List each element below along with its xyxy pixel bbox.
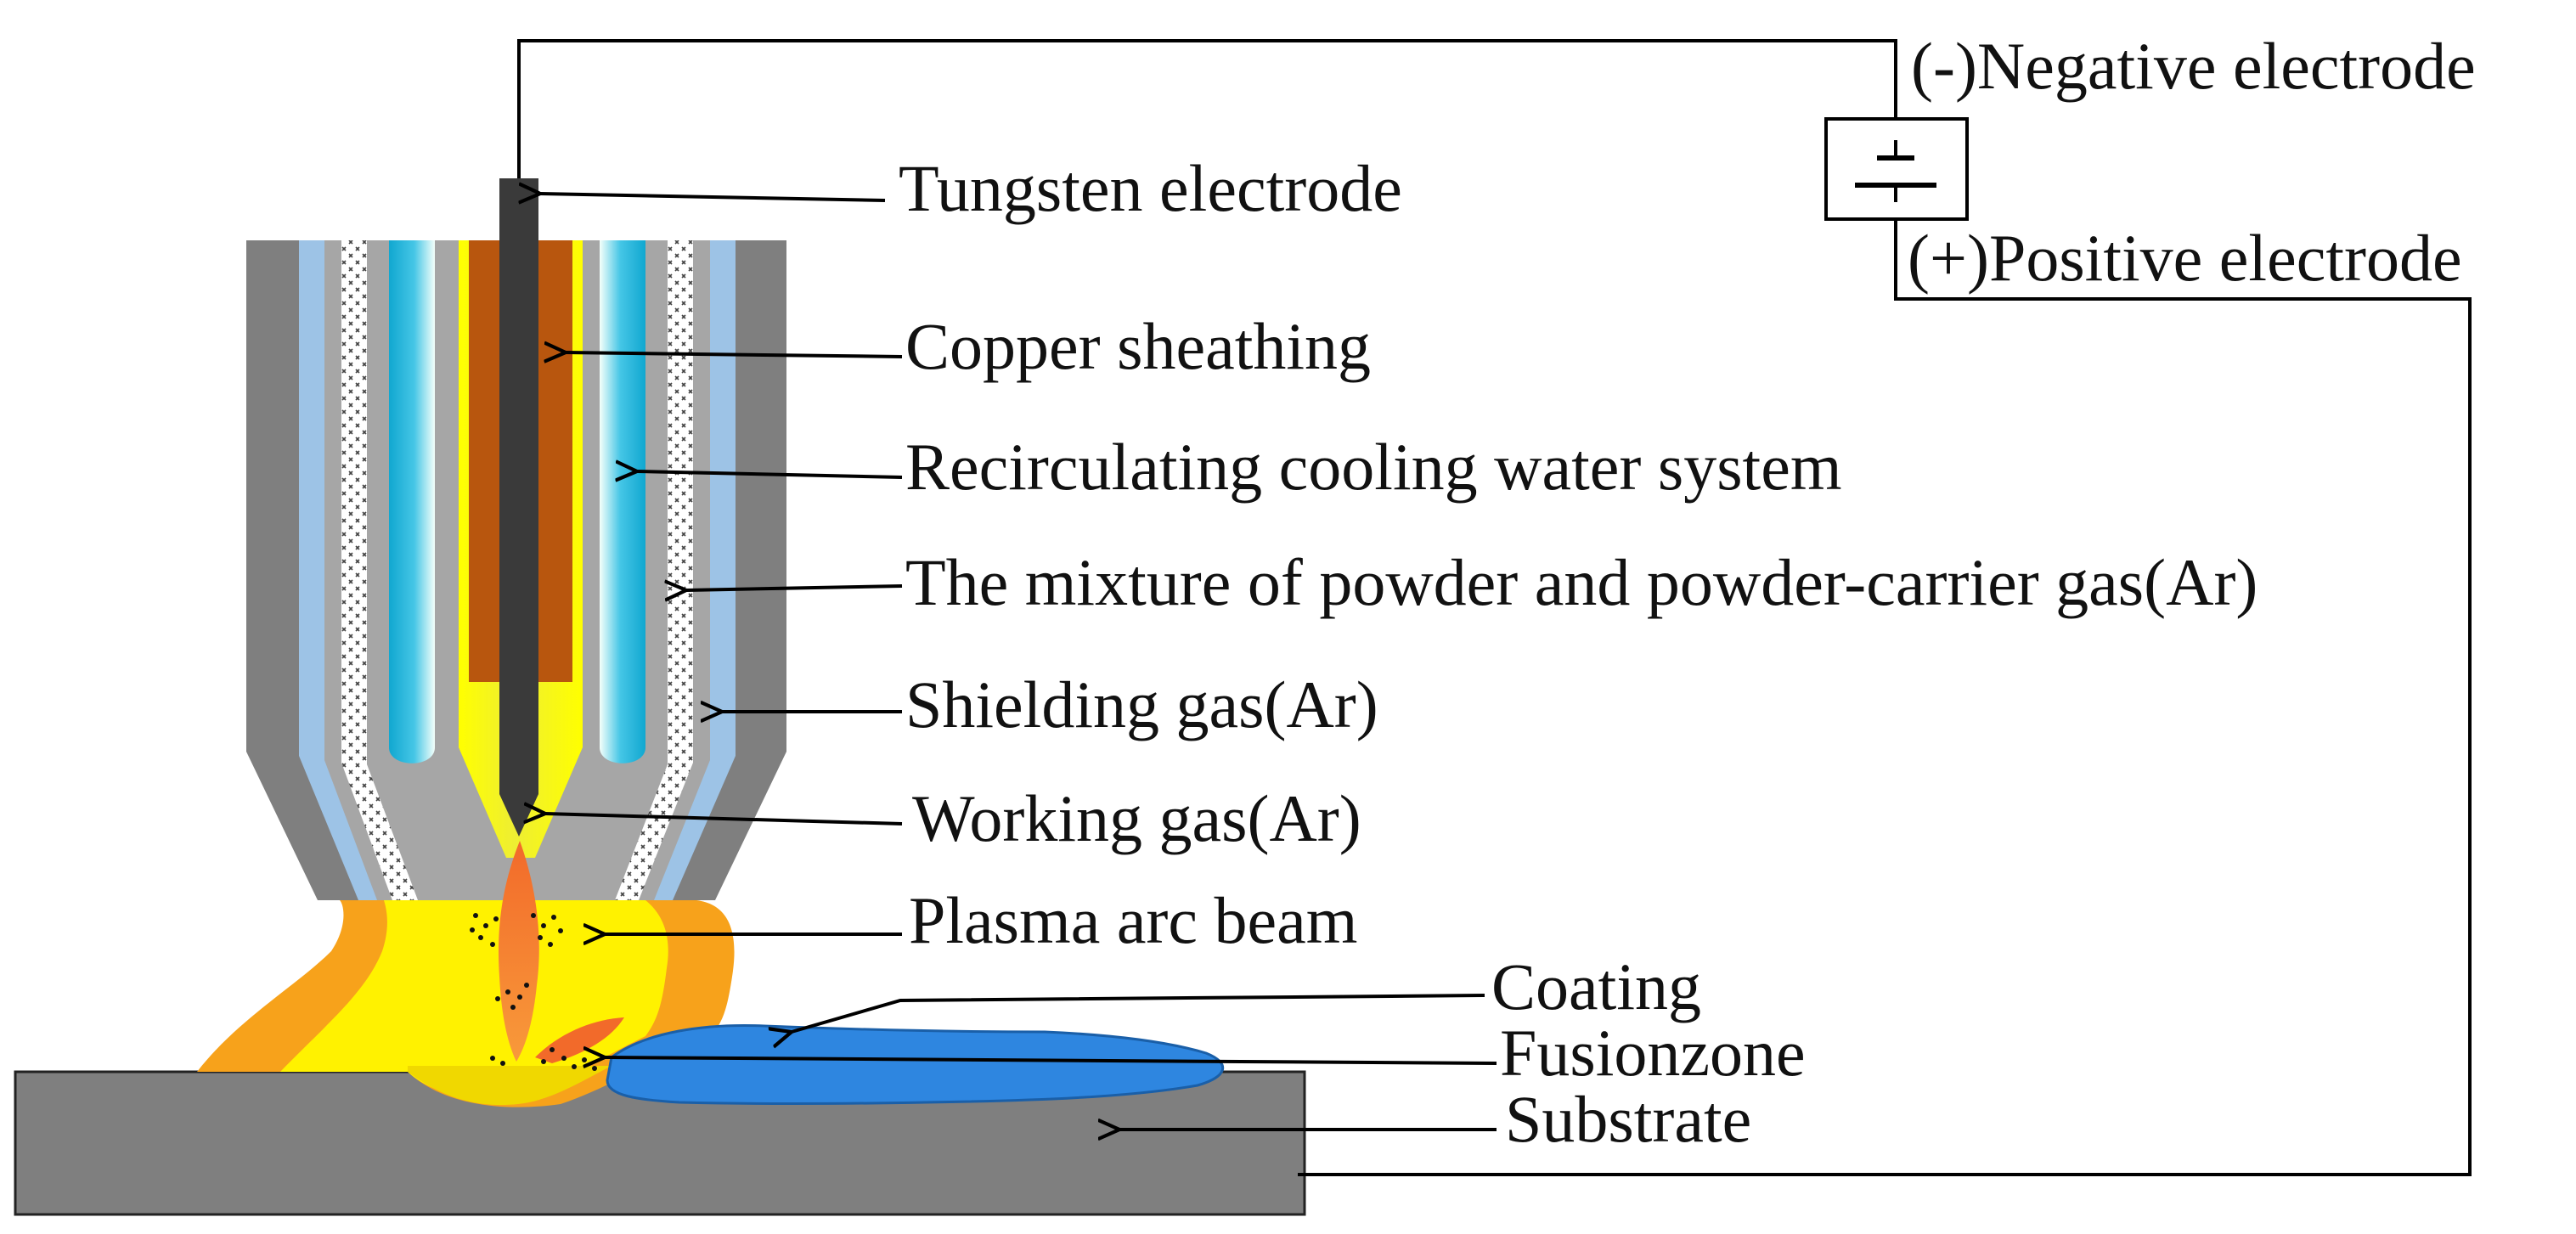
arrow-tungsten [540, 194, 886, 200]
circuit-wire-positive [1298, 219, 2472, 1176]
arrow-fusion [605, 1057, 1497, 1063]
label-coating: Coating [1491, 949, 1701, 1023]
cooling-channel-left [389, 240, 435, 764]
arrow-copper [566, 352, 903, 357]
tungsten-electrode [499, 178, 538, 837]
label-cooling-water: Recirculating cooling water system [905, 430, 1842, 504]
fusion-pool-shadow [408, 1066, 612, 1106]
label-tungsten-electrode: Tungsten electrode [899, 151, 1402, 225]
label-substrate: Substrate [1505, 1082, 1751, 1156]
power-supply-box [1824, 117, 1969, 221]
arrow-coating [792, 994, 1485, 1032]
label-positive-electrode: (+)Positive electrode [1908, 221, 2462, 295]
cooling-channel-right [600, 240, 645, 764]
plasma-arc-beam [499, 841, 539, 1062]
label-working-gas: Working gas(Ar) [912, 781, 1361, 855]
powder-particles [470, 913, 597, 1071]
arrow-powder [686, 586, 903, 590]
coating-layer [606, 1024, 1225, 1105]
label-plasma-arc: Plasma arc beam [909, 883, 1357, 957]
arrow-cooling [637, 471, 903, 477]
arrow-working-gas [545, 814, 903, 825]
label-powder-mixture: The mixture of powder and powder-carrier… [905, 545, 2258, 619]
label-fusion-zone: Fusionzone [1500, 1016, 1806, 1090]
circuit-wire-negative [517, 39, 1897, 178]
label-copper-sheathing: Copper sheathing [905, 309, 1371, 383]
label-shielding-gas: Shielding gas(Ar) [905, 668, 1378, 741]
plasma-arc-tail [535, 1017, 624, 1063]
label-negative-electrode: (-)Negative electrode [1911, 29, 2476, 103]
